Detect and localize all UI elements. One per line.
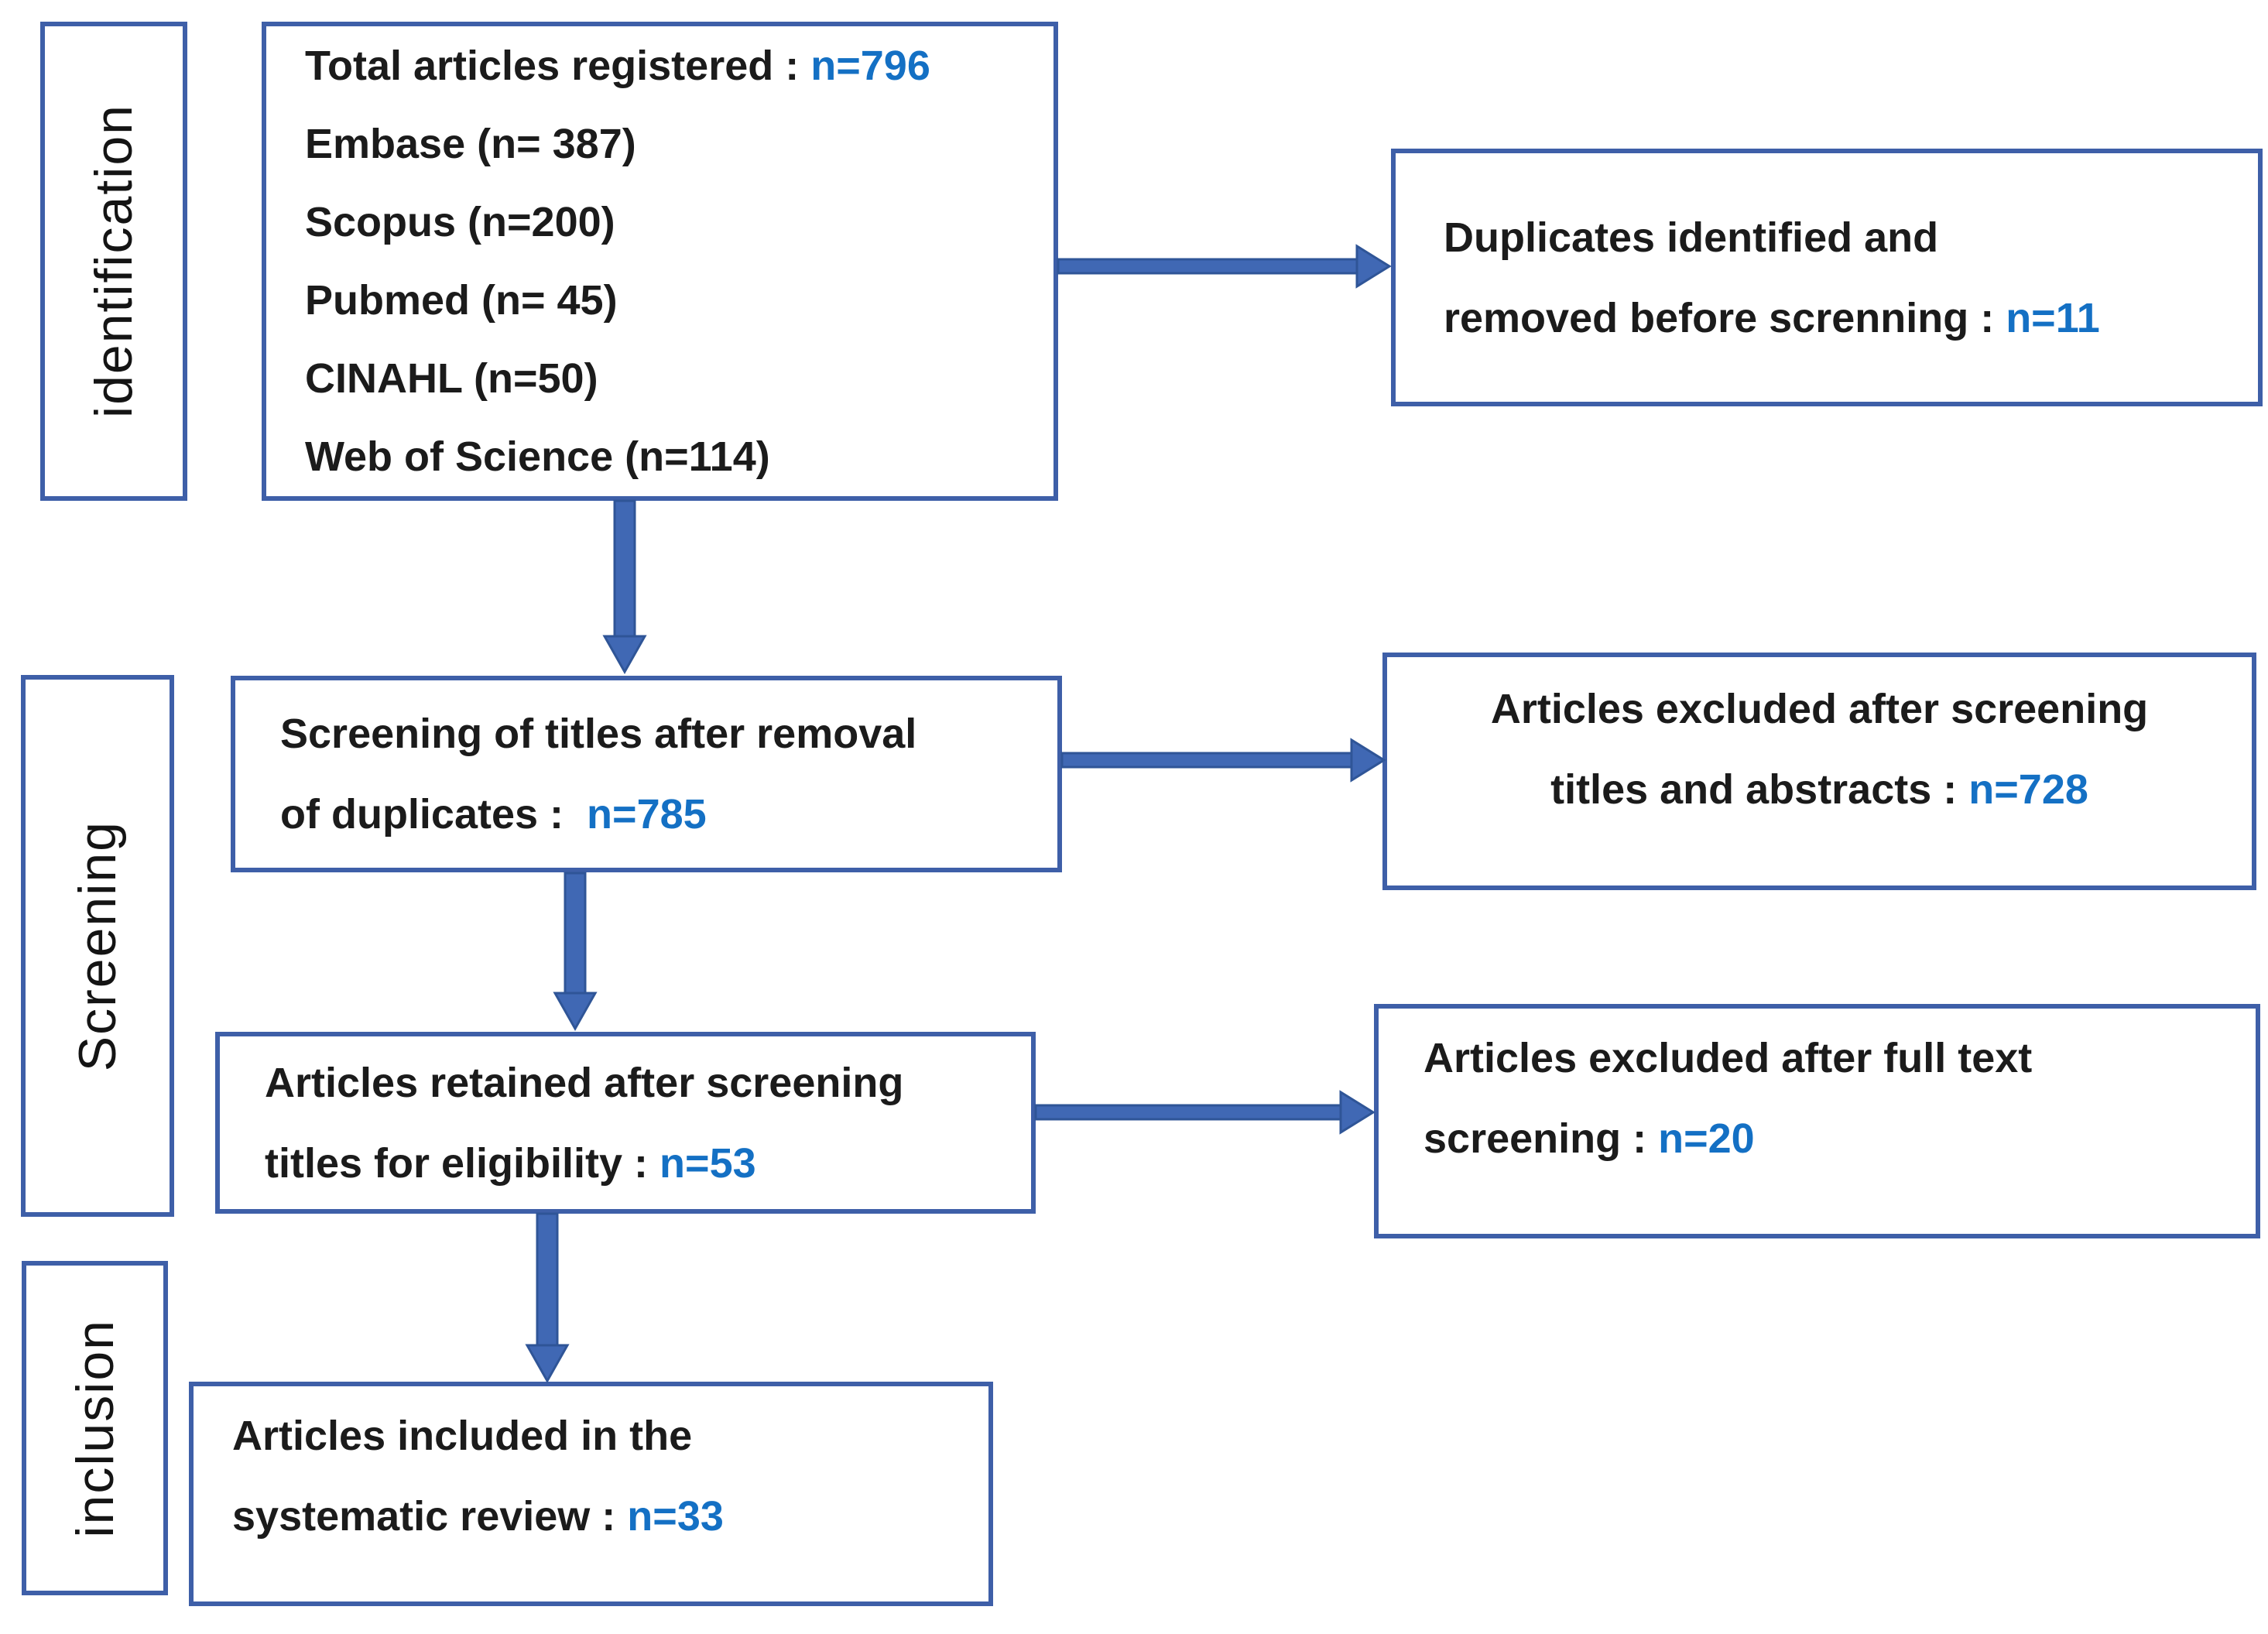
box-excluded-titles-abstracts: Articles excluded after screening titles… (1382, 653, 2256, 890)
box-duplicates-removed: Duplicates identified and removed before… (1391, 149, 2263, 406)
retained-line2: titles for eligibility : n=53 (265, 1139, 756, 1187)
arrow-screening-to-retained (553, 872, 598, 1032)
excluded-titles-line1: Articles excluded after screening (1490, 685, 2149, 732)
source-cinahl: CINAHL (n=50) (305, 355, 598, 402)
box-excluded-full-text: Articles excluded after full text screen… (1374, 1004, 2260, 1238)
box-total-articles-registered: Total articles registered : n=796 Embase… (262, 22, 1058, 501)
stage-box-screening: Screening (21, 675, 174, 1217)
source-web-of-science: Web of Science (n=114) (305, 433, 770, 480)
arrow-screening-to-excluded-titles (1060, 738, 1386, 783)
source-pubmed: Pubmed (n= 45) (305, 276, 618, 324)
duplicates-line2: removed before screnning : n=11 (1444, 294, 2100, 341)
arrow-registered-to-duplicates (1057, 244, 1392, 289)
screening-line1: Screening of titles after removal (280, 711, 917, 757)
screening-line2: of duplicates : n=785 (280, 791, 707, 838)
included-value: n=33 (627, 1493, 724, 1540)
stage-label-identification: identification (84, 104, 143, 419)
excluded-titles-value: n=728 (1968, 766, 2088, 813)
stage-box-identification: identification (40, 22, 187, 501)
excluded-fulltext-line1: Articles excluded after full text (1423, 1034, 2033, 1081)
included-line2: systematic review : n=33 (232, 1493, 724, 1540)
duplicates-value: n=11 (2006, 294, 2100, 341)
stage-box-inclusion: inclusion (22, 1261, 168, 1595)
included-line1: Articles included in the (232, 1413, 693, 1459)
box-included-in-review: Articles included in the systematic revi… (189, 1382, 993, 1606)
stage-label-inclusion: inclusion (65, 1318, 125, 1538)
arrow-retained-to-included (525, 1212, 570, 1384)
excluded-titles-line2: titles and abstracts : n=728 (1550, 766, 2088, 813)
source-scopus: Scopus (n=200) (305, 198, 615, 245)
arrow-retained-to-excluded-fulltext (1034, 1090, 1376, 1135)
box-retained-for-eligibility: Articles retained after screening titles… (215, 1032, 1036, 1214)
registered-total-value: n=796 (810, 42, 930, 89)
box-screening-of-titles: Screening of titles after removal of dup… (231, 676, 1062, 872)
source-embase: Embase (n= 387) (305, 120, 636, 167)
screening-value: n=785 (587, 791, 707, 838)
excluded-fulltext-line2: screening : n=20 (1423, 1115, 1755, 1162)
retained-value: n=53 (660, 1139, 756, 1187)
excluded-fulltext-value: n=20 (1658, 1115, 1755, 1162)
registered-total-line: Total articles registered : n=796 (305, 42, 930, 89)
retained-line1: Articles retained after screening (265, 1059, 904, 1106)
stage-label-screening: Screening (68, 820, 127, 1072)
duplicates-line1: Duplicates identified and (1444, 214, 1939, 261)
arrow-registered-to-screening (602, 499, 647, 675)
